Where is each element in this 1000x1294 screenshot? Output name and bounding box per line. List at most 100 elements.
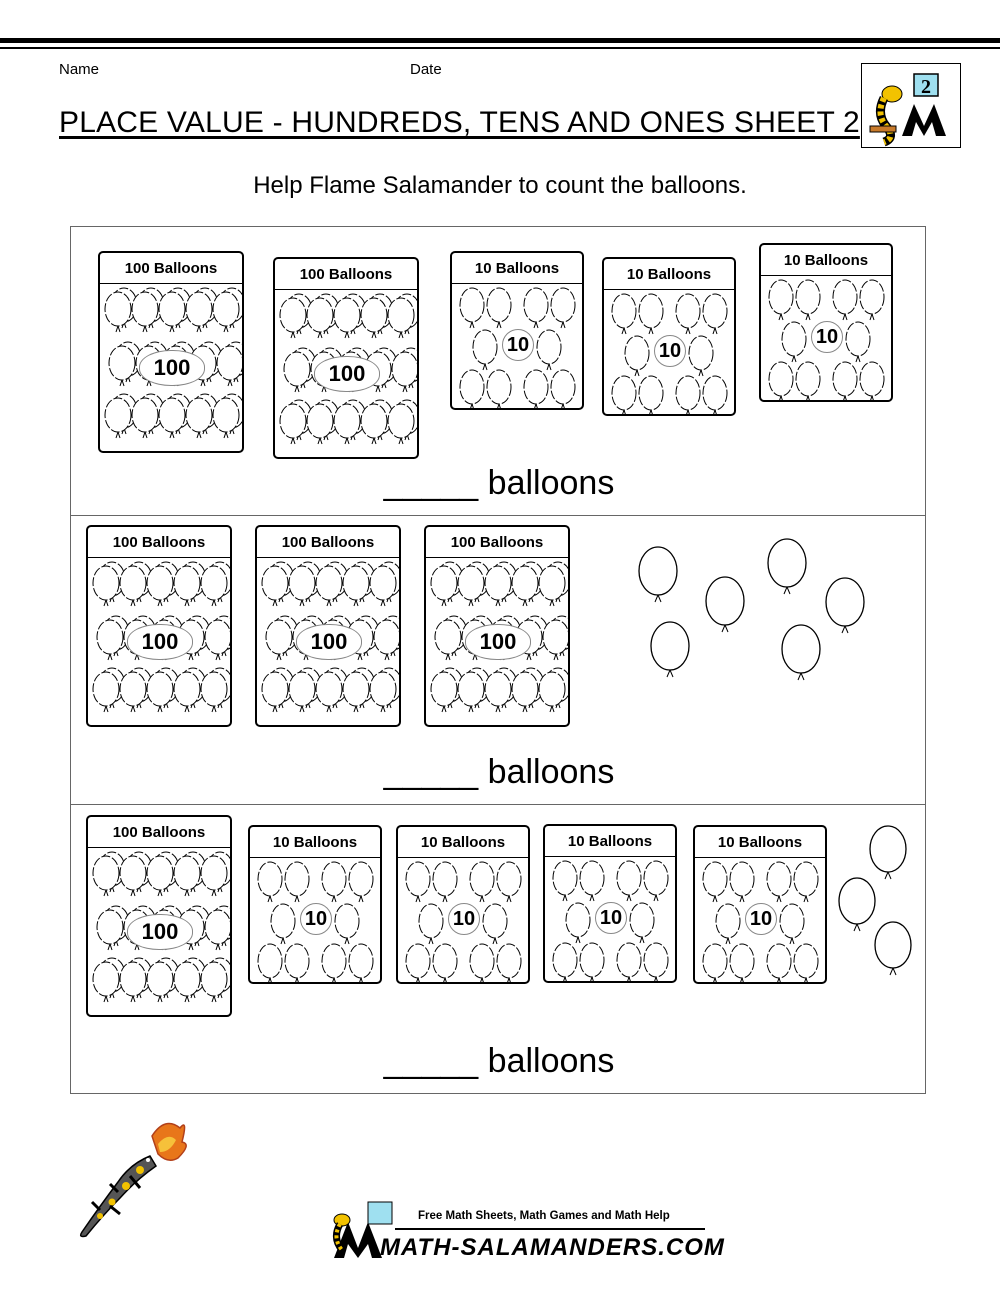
balloon-icon xyxy=(306,297,334,339)
flame-salamander-icon xyxy=(79,1122,187,1238)
balloon-icon xyxy=(638,293,664,335)
top-rule-thick xyxy=(0,38,1000,43)
balloon-icon xyxy=(729,861,755,903)
balloon-icon xyxy=(200,855,228,897)
balloon-icon xyxy=(702,861,819,982)
balloon-icon xyxy=(482,903,508,945)
footer-site-name: MATH-SALAMANDERS.COM xyxy=(380,1234,725,1261)
balloon-icon xyxy=(484,671,512,713)
balloon-icon xyxy=(131,397,159,439)
balloon-icon xyxy=(348,861,374,903)
row-2-frame: 100 Balloons 100 100 Balloons 100 100 Ba… xyxy=(70,515,926,805)
balloon-icon xyxy=(284,943,310,982)
balloon-icon xyxy=(511,671,539,713)
balloon-icon xyxy=(204,909,230,951)
card-value: 100 xyxy=(296,624,362,660)
balloon-icon xyxy=(859,361,885,400)
card-value: 100 xyxy=(465,624,531,660)
balloon-icon xyxy=(204,619,230,661)
loose-balloons xyxy=(838,825,912,976)
card-label: 10 Balloons xyxy=(604,259,734,290)
balloon-icon xyxy=(261,565,289,607)
balloon-icon xyxy=(767,538,807,595)
balloon-icon xyxy=(432,943,458,982)
balloon-icon xyxy=(702,293,728,335)
card-value: 100 xyxy=(314,356,380,392)
balloon-icon xyxy=(565,902,591,944)
balloon-icon xyxy=(643,860,669,902)
balloon-icon xyxy=(200,671,228,713)
balloon-icon xyxy=(131,291,159,333)
grade-badge: 2 xyxy=(921,76,931,98)
ten-card: 10 Balloons 10 xyxy=(602,257,736,416)
balloon-icon xyxy=(173,671,201,713)
balloon-icon xyxy=(173,565,201,607)
balloon-icon xyxy=(315,565,343,607)
card-label: 10 Balloons xyxy=(545,826,675,857)
balloon-icon xyxy=(321,861,347,903)
salamander-logo-icon: 2 xyxy=(861,63,961,148)
balloon-icon xyxy=(265,619,293,661)
balloon-icon xyxy=(457,565,485,607)
balloon-icon xyxy=(360,297,388,339)
card-label: 10 Balloons xyxy=(761,245,891,276)
answer-line: _____ balloons xyxy=(383,1042,615,1080)
loose-balloons xyxy=(638,538,865,681)
balloon-icon xyxy=(552,860,578,902)
balloon-icon xyxy=(832,361,858,400)
balloon-icon xyxy=(536,329,562,371)
card-value: 100 xyxy=(139,350,205,386)
card-value: 10 xyxy=(502,328,534,361)
balloon-icon xyxy=(212,397,240,439)
balloon-icon xyxy=(430,671,458,713)
balloon-icon xyxy=(185,291,213,333)
balloon-icon xyxy=(108,345,136,387)
balloon-icon xyxy=(579,860,605,902)
balloon-icon xyxy=(92,565,120,607)
balloon-icon xyxy=(838,877,876,932)
top-rule-thin xyxy=(0,47,1000,49)
balloon-icon xyxy=(261,671,289,713)
balloon-icon xyxy=(200,565,228,607)
balloon-icon xyxy=(315,671,343,713)
balloon-icon xyxy=(279,403,307,445)
balloon-icon xyxy=(705,576,745,633)
balloon-icon xyxy=(793,861,819,903)
balloon-icon xyxy=(96,619,124,661)
balloon-icon xyxy=(373,619,399,661)
balloon-icon xyxy=(486,287,512,329)
salamander-logo-icon xyxy=(333,1201,393,1258)
balloon-icon xyxy=(348,943,374,982)
balloon-icon xyxy=(768,279,794,321)
balloon-icon xyxy=(216,345,242,387)
balloon-icon xyxy=(550,369,576,408)
card-label: 100 Balloons xyxy=(100,253,242,284)
balloon-icon xyxy=(469,943,495,982)
balloon-icon xyxy=(104,291,132,333)
balloon-icon xyxy=(119,565,147,607)
balloon-icon xyxy=(405,861,522,982)
balloon-icon xyxy=(523,287,549,329)
balloon-icon xyxy=(387,403,415,445)
balloon-icon xyxy=(538,671,566,713)
balloon-icon xyxy=(715,903,741,945)
balloon-icon xyxy=(200,961,228,1003)
balloon-icon xyxy=(629,902,655,944)
balloon-icon xyxy=(146,671,174,713)
balloon-icon xyxy=(270,903,296,945)
card-label: 100 Balloons xyxy=(257,527,399,558)
balloon-icon xyxy=(552,860,669,981)
balloon-icon xyxy=(832,279,858,321)
balloon-icon xyxy=(793,943,819,982)
balloon-icon xyxy=(306,403,334,445)
balloon-icon xyxy=(333,403,361,445)
balloon-icon xyxy=(496,943,522,982)
balloon-icon xyxy=(768,279,885,400)
balloon-icon xyxy=(146,855,174,897)
card-value: 100 xyxy=(127,914,193,950)
card-value: 100 xyxy=(127,624,193,660)
instruction-text: Help Flame Salamander to count the ballo… xyxy=(253,172,747,199)
balloon-icon xyxy=(874,921,912,976)
balloon-icon xyxy=(212,291,240,333)
balloon-icon xyxy=(768,361,794,400)
